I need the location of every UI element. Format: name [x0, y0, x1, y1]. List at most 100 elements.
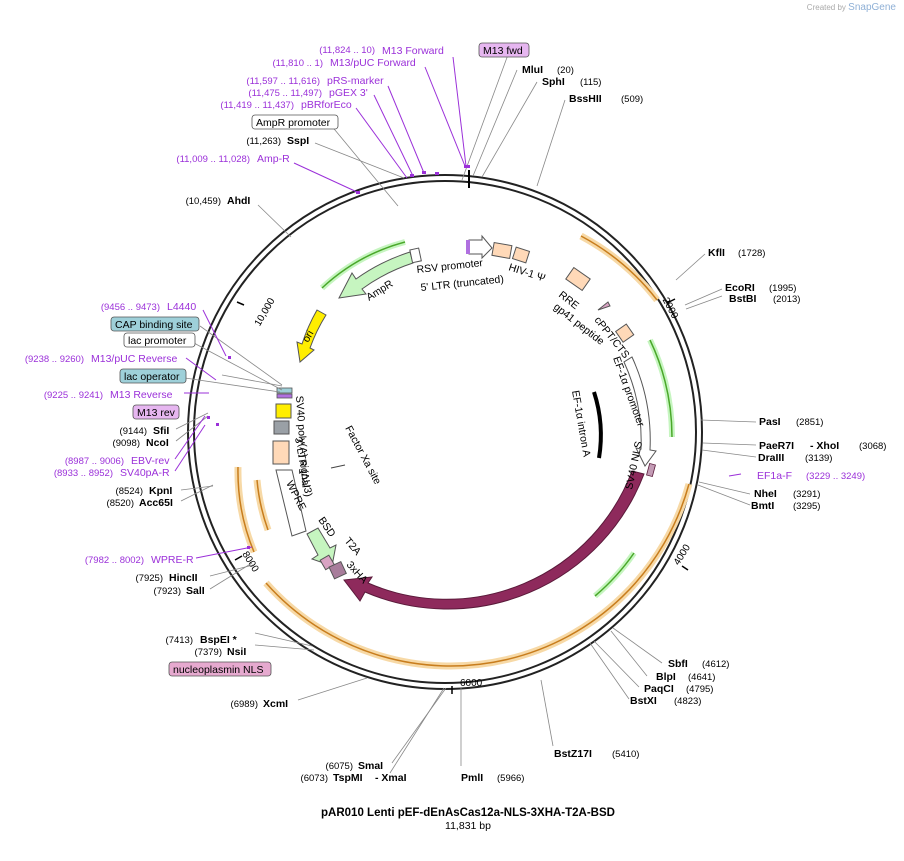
hiv-psi-box	[511, 246, 531, 264]
enzyme-pmli: PmlI	[461, 772, 483, 784]
primer-m13puc-fwd: M13/pUC Forward	[330, 57, 416, 69]
hax3-box	[328, 560, 347, 580]
enzyme-ahdi: AhdI	[227, 195, 250, 207]
enzyme-labels-right: MluI (20) SphI (115) BssHII (509) KflI (…	[461, 64, 886, 784]
enzyme-blpi: BlpI	[656, 671, 676, 683]
enzyme-pos-nhei: (3291)	[793, 489, 820, 500]
snapgene-logo: SnapGene	[848, 2, 896, 13]
enzyme-bstbi: BstBI	[729, 293, 757, 305]
primer-pos-pbrforeco: (11,419 .. 11,437)	[220, 100, 294, 111]
label-m13-rev: M13 rev	[137, 407, 176, 419]
factorxa-leader	[330, 464, 346, 469]
enzyme-hincii: HincII	[169, 572, 198, 584]
rsv-mark	[466, 240, 470, 254]
enzyme-paqci: PaqCI	[644, 683, 674, 695]
enzyme-smai: SmaI	[358, 760, 383, 772]
tick-10000: 10,000	[253, 296, 278, 328]
enzyme-pos-bstz17i: (5410)	[612, 749, 639, 760]
enzyme-labels-left: (6075) SmaI (6073) TspMI - XmaI (6989) X…	[107, 135, 407, 784]
enzyme-paer7i: PaeR7I	[759, 440, 794, 452]
enzyme-pos-bspei: (7413)	[166, 635, 193, 646]
label-sv40nls: SV40 NLS	[623, 440, 645, 490]
ef1a-promoter-arrow	[623, 356, 657, 467]
label-ef1a-intron: EF-1α intron A	[569, 389, 593, 457]
enzyme-nsii: NsiI	[227, 646, 246, 658]
ef1a-intron-bar	[592, 391, 603, 459]
enzyme-pos-bmti: (3295)	[793, 501, 820, 512]
label-factorxa: Factor Xa site	[342, 424, 383, 487]
enzyme-pasi: PasI	[759, 416, 781, 428]
enzyme-pos-smai: (6075)	[326, 761, 353, 772]
label-ori: ori	[300, 328, 316, 344]
enzyme-sfii: SfiI	[153, 425, 169, 437]
primer-m13forward: M13 Forward	[382, 45, 444, 57]
primer-pos-m13forward: (11,824 .. 10)	[319, 45, 375, 56]
primer-pgex: pGEX 3'	[329, 87, 368, 99]
primer-ef1af: EF1a-F	[757, 470, 792, 482]
sv40-polya-box	[273, 420, 290, 435]
label-m13-fwd: M13 fwd	[483, 45, 523, 57]
primer-pos-sv40par: (8933 .. 8952)	[54, 468, 113, 479]
primer-ampr: Amp-R	[257, 153, 290, 165]
primer-wprer: WPRE-R	[151, 554, 194, 566]
enzyme-ncoi: NcoI	[146, 437, 169, 449]
ampr-arrow	[338, 251, 414, 299]
enzyme-pos-draiii: (3139)	[805, 453, 832, 464]
primer-m13puc-rev: M13/pUC Reverse	[91, 353, 178, 365]
primer-pos-wprer: (7982 .. 8002)	[85, 555, 144, 566]
enzyme-bmti: BmtI	[751, 500, 774, 512]
primer-pos-ebvrev: (8987 .. 9006)	[65, 456, 124, 467]
enzyme-pos-pasi: (2851)	[796, 417, 823, 428]
primer-pos-m13puc-fwd: (11,810 .. 1)	[272, 58, 323, 69]
plasmid-length: 11,831 bp	[445, 820, 491, 832]
primer-pos-pgex: (11,475 .. 11,497)	[248, 88, 322, 99]
enzyme-pos-sspi: (11,263)	[246, 136, 281, 147]
primer-sv40par: SV40pA-R	[120, 467, 170, 479]
label-cap-site: CAP binding site	[115, 319, 193, 331]
enzyme-mlui: MluI	[522, 64, 543, 76]
primer-ebvrev: EBV-rev	[131, 455, 170, 467]
label-ampr-promoter: AmpR promoter	[256, 117, 331, 129]
enzyme-pos-paqci: (4795)	[686, 684, 713, 695]
wpre-box	[275, 469, 307, 537]
ampr-promoter-box	[409, 247, 422, 264]
credit-prefix: Created by	[806, 3, 846, 12]
label-rsv-promoter: RSV promoter	[416, 257, 484, 276]
sv40-ori-box	[275, 403, 292, 419]
primer-l4440: L4440	[167, 301, 196, 313]
label-nucleoplasmin: nucleoplasmin NLS	[173, 664, 263, 676]
enzyme-pos-paer7i: (3068)	[859, 441, 886, 452]
enzyme-pos-sbfi: (4612)	[702, 659, 729, 670]
primer-pos-prs: (11,597 .. 11,616)	[246, 76, 320, 87]
enzyme-pos-hincii: (7925)	[136, 573, 163, 584]
enzyme-tspmi: TspMI	[333, 772, 363, 784]
enzyme-kfli: KflI	[708, 247, 725, 259]
snapgene-credit: Created by SnapGene	[807, 2, 896, 13]
primer-leaders	[174, 56, 742, 559]
label-t2a: T2A	[342, 535, 364, 557]
enzyme-kpni: KpnI	[149, 485, 172, 497]
enzyme-pos-pmli: (5966)	[497, 773, 524, 784]
enzyme-pos-bstxi: (4823)	[674, 696, 701, 707]
label-hiv-psi: HIV-1 Ψ	[507, 261, 547, 284]
ltr5-box	[491, 241, 513, 260]
primer-prs: pRS-marker	[327, 75, 384, 87]
gp41-mark	[597, 301, 611, 311]
enzyme-xhoi: - XhoI	[810, 440, 839, 452]
enzyme-sali: SalI	[186, 585, 205, 597]
primer-pos-l4440: (9456 .. 9473)	[101, 302, 160, 313]
enzyme-pos-sali: (7923)	[154, 586, 181, 597]
label-lac-promoter: lac promoter	[128, 335, 187, 347]
enzyme-pos-bstbi: (2013)	[773, 294, 800, 305]
rsv-promoter-arrow	[468, 234, 493, 260]
enzyme-acc65i: Acc65I	[139, 497, 173, 509]
backbone	[187, 174, 703, 690]
ori-arrow	[296, 309, 327, 363]
primer-pos-ampr: (11,009 .. 11,028)	[176, 154, 250, 165]
enzyme-pos-ecori: (1995)	[769, 283, 796, 294]
enzyme-pos-nsii: (7379)	[195, 647, 222, 658]
enzyme-pos-blpi: (4641)	[688, 672, 715, 683]
features	[272, 234, 657, 610]
label-ltr5: 5' LTR (truncated)	[420, 273, 504, 294]
tick-marks	[234, 170, 689, 694]
